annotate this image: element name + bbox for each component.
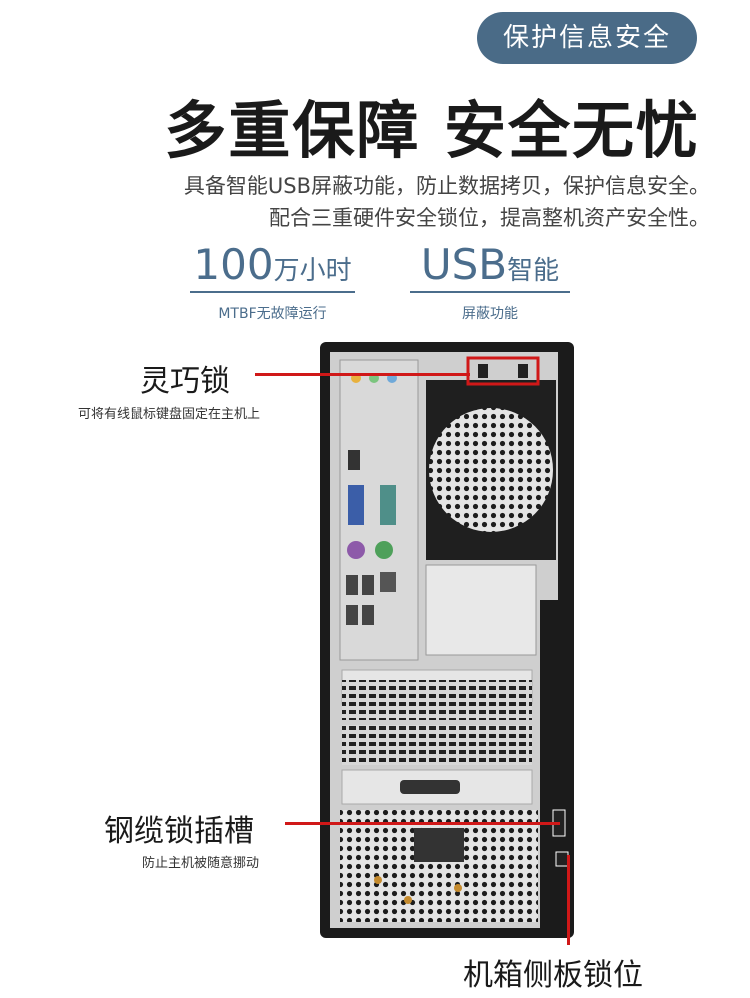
label-cable-lock-slot: 钢缆锁插槽: [104, 814, 254, 849]
subtitle-line-1: 具备智能USB屏蔽功能，防止数据拷贝，保护信息安全。: [183, 174, 710, 198]
label-side-panel-lock: 机箱侧板锁位: [463, 958, 643, 993]
stat-mtbf-value: 100: [193, 240, 274, 289]
pc-tower-rear-image: [320, 342, 574, 938]
subtitle-line-2: 配合三重硬件安全锁位，提高整机资产安全性。: [269, 206, 710, 230]
stat-mtbf-caption: MTBF无故障运行: [218, 306, 327, 322]
stat-mtbf-unit: 万小时: [273, 256, 352, 286]
stat-usb-unit: 智能: [507, 256, 560, 286]
callout-line-flexible-lock: [255, 373, 470, 376]
headline: 多重保障 安全无忧: [164, 94, 700, 167]
callout-line-cable-lock: [285, 822, 560, 825]
callout-line-side-panel-lock: [567, 855, 570, 945]
label-flexible-lock-desc: 可将有线鼠标键盘固定在主机上: [78, 407, 261, 422]
stat-usb-caption: 屏蔽功能: [462, 306, 518, 322]
label-flexible-lock: 灵巧锁: [140, 364, 230, 399]
stat-usb: USB智能 屏蔽功能: [410, 240, 570, 323]
badge-protect-info: 保护信息安全: [477, 12, 697, 64]
stat-mtbf: 100万小时 MTBF无故障运行: [190, 240, 355, 323]
stat-usb-value: USB: [420, 240, 508, 289]
label-cable-lock-slot-desc: 防止主机被随意挪动: [142, 856, 260, 871]
